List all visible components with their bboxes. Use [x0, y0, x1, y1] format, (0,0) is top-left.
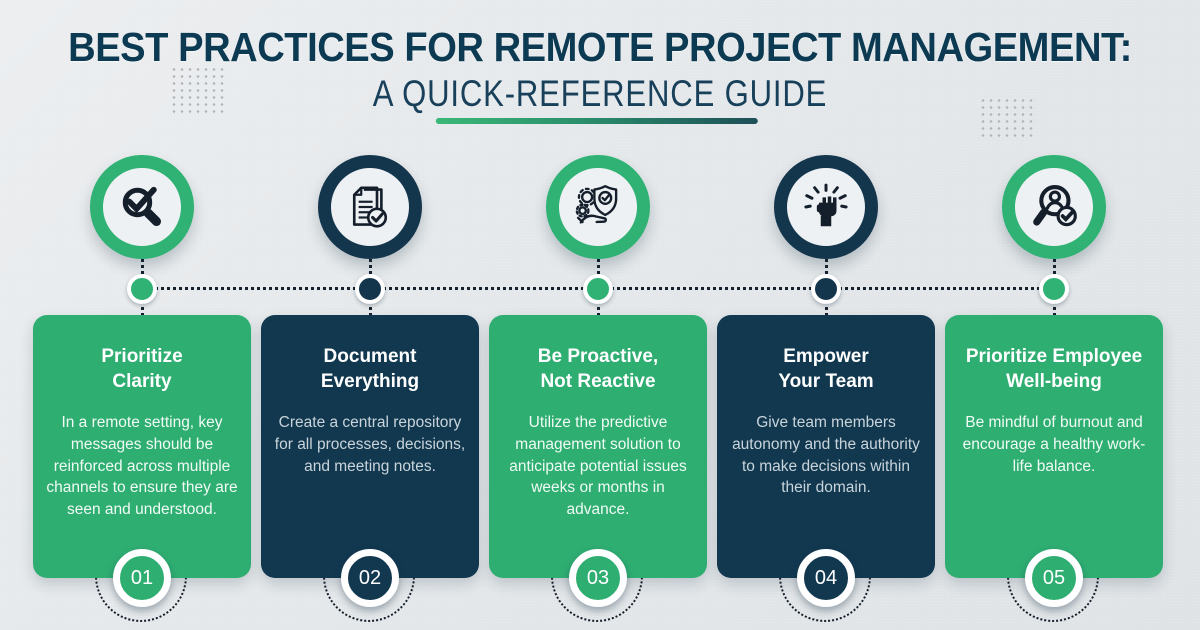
documents-check-icon: [342, 179, 398, 235]
step-number-badge: 02: [341, 549, 399, 607]
step-number-badge: 04: [797, 549, 855, 607]
raised-fist-icon: [798, 179, 854, 235]
card-title: Be Proactive,Not Reactive: [537, 346, 659, 392]
step-icon-circle: [90, 155, 194, 259]
page-subtitle: A QUICK-REFERENCE GUIDE: [372, 73, 828, 114]
step-icon-circle: [774, 155, 878, 259]
decor-dot-grid-left: [170, 66, 226, 114]
step-card: Be Proactive,Not Reactive Utilize the pr…: [489, 315, 707, 578]
subtitle-underline: [435, 118, 758, 124]
card-body: Be mindful of burnout and encourage a he…: [962, 414, 1146, 475]
step-icon-circle: [318, 155, 422, 259]
step-number-badge: 03: [569, 549, 627, 607]
card-body: Give team members autonomy and the autho…: [732, 414, 920, 497]
card-body: Create a central repository for all proc…: [274, 414, 466, 475]
timeline-dot: [583, 274, 613, 304]
step-number-badge: 05: [1025, 549, 1083, 607]
timeline-dot: [127, 274, 157, 304]
person-search-icon: [1025, 178, 1083, 236]
card-body: In a remote setting, key messages should…: [46, 414, 238, 519]
badge-arc: [87, 578, 197, 630]
timeline-dot: [355, 274, 385, 304]
decor-dot-grid-right: [979, 97, 1035, 139]
badge-arc: [543, 578, 653, 630]
timeline-dot: [811, 274, 841, 304]
shield-hand-icon: [569, 178, 627, 236]
step-icon-circle: [1002, 155, 1106, 259]
card-body: Utilize the predictive management soluti…: [509, 414, 687, 519]
step-icon-circle: [546, 155, 650, 259]
badge-arc: [315, 578, 425, 630]
step-column-3: Be Proactive,Not Reactive Utilize the pr…: [489, 155, 707, 625]
timeline-dot: [1039, 274, 1069, 304]
magnifier-check-icon: [113, 178, 171, 236]
step-number-badge: 01: [113, 549, 171, 607]
page-title: BEST PRACTICES FOR REMOTE PROJECT MANAGE…: [68, 24, 1132, 70]
badge-arc: [999, 578, 1109, 630]
badge-arc: [771, 578, 881, 630]
